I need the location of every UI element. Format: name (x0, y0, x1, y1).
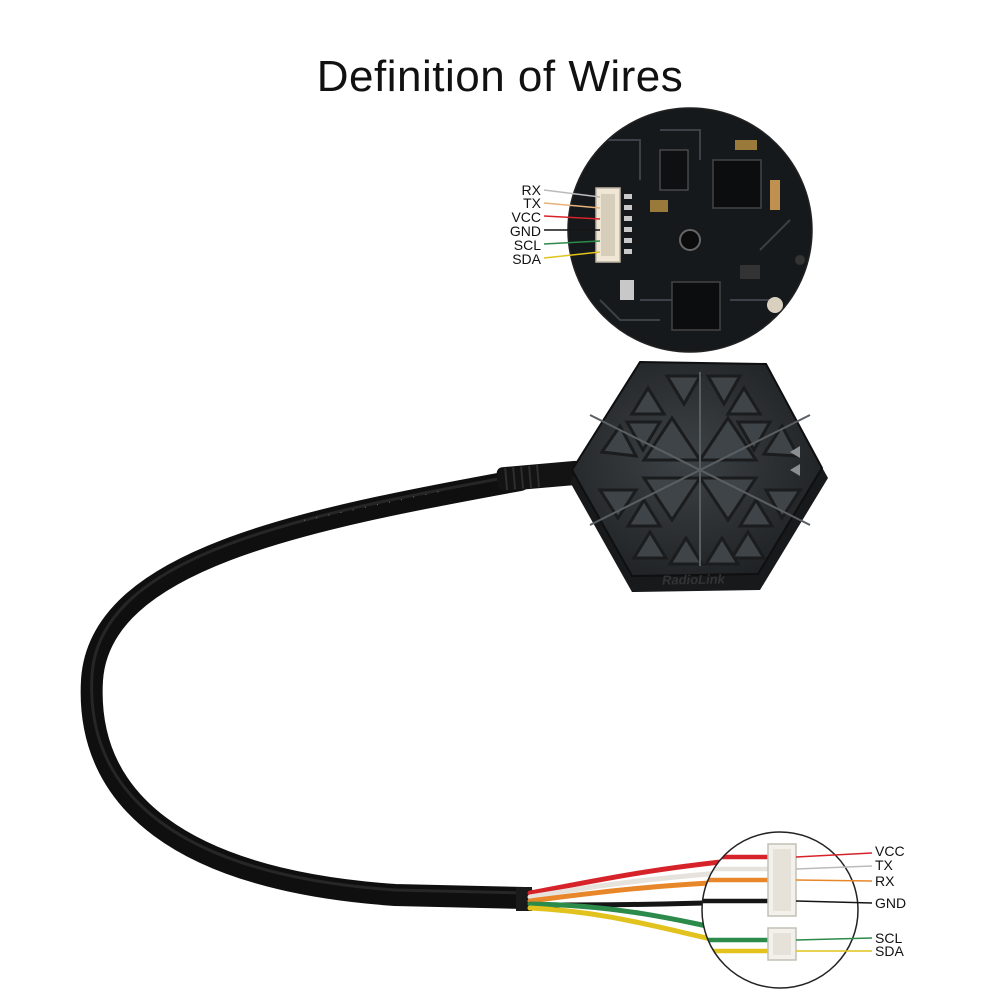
connector-closeup: VCC TX RX GND SCL SDA (701, 831, 906, 989)
pcb-pin-label-tx: TX (523, 195, 542, 211)
pcb-pin-label-scl: SCL (514, 237, 541, 253)
strain-relief (496, 460, 583, 492)
connector-pin-leaders (795, 852, 873, 952)
gps-module: RadioLink (570, 360, 828, 592)
gps-direction-arrows (790, 446, 800, 476)
connector-pin-label-gnd: GND (875, 895, 906, 911)
page-title: Definition of Wires (316, 52, 684, 101)
gps-cable: · · · · · · · · · · · · (80, 460, 583, 911)
brand-logo-text: RadioLink (662, 571, 726, 587)
connector-pin-label-scl: SCL (875, 930, 902, 946)
pcb-pin-label-rx: RX (522, 182, 542, 198)
pcb-pin-label-vcc: VCC (511, 209, 541, 225)
connector-pin-label-vcc: VCC (875, 843, 905, 859)
pcb-pin-label-sda: SDA (512, 251, 541, 267)
gps-star-lines (589, 372, 811, 566)
connector-pin-label-tx: TX (875, 857, 894, 873)
connector-pin-label-sda: SDA (875, 943, 904, 959)
connector-magnifier-ring (701, 831, 859, 989)
pcb-pin-leaders (543, 189, 601, 259)
pcb-closeup: RX TX VCC GND SCL SDA (510, 107, 813, 353)
pcb-pin-label-gnd: GND (510, 223, 541, 239)
connector-pin-label-rx: RX (875, 873, 895, 889)
